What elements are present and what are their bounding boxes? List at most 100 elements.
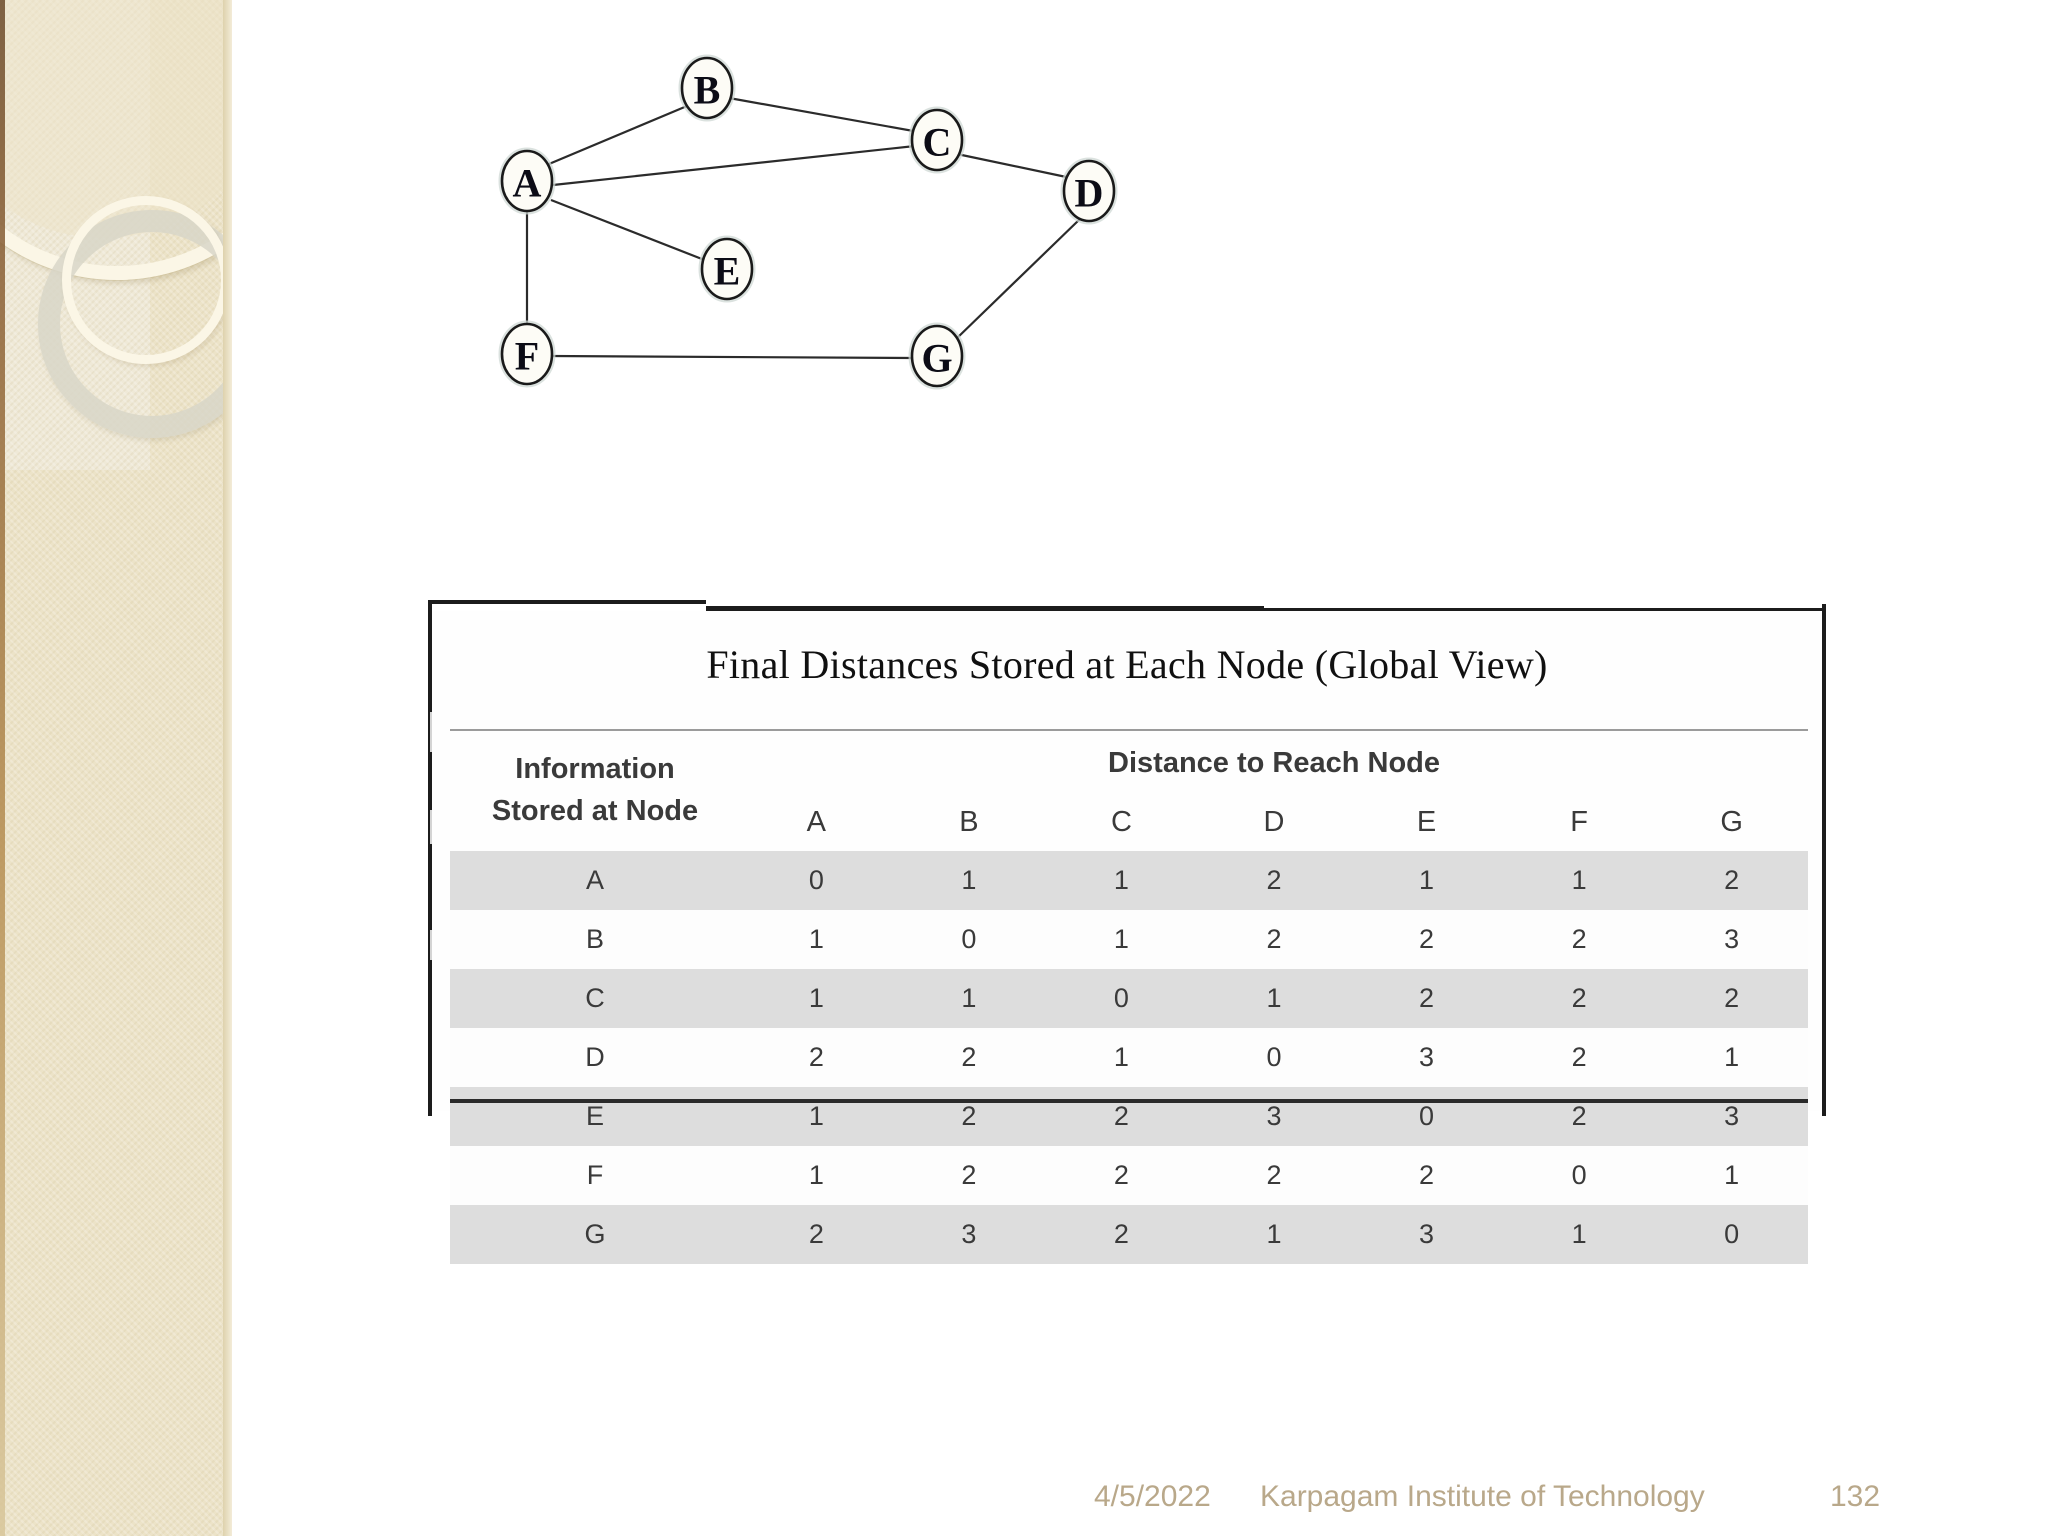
cell-d-c: 1 <box>1045 1028 1198 1087</box>
edge-a-e <box>550 198 708 263</box>
table-bottom-rule <box>450 1099 1808 1103</box>
col-header-b: B <box>959 805 979 838</box>
graph-node-c-label: C <box>923 120 952 165</box>
col-header-d: D <box>1263 805 1285 838</box>
table-row: C 1 1 0 1 2 2 2 <box>450 969 1808 1028</box>
cell-b-a: 1 <box>740 910 893 969</box>
graph-node-d: D <box>1060 157 1118 225</box>
footer-organization: Karpagam Institute of Technology <box>1260 1480 1705 1513</box>
cell-g-d: 1 <box>1197 1205 1351 1264</box>
cell-b-c: 1 <box>1045 910 1198 969</box>
cell-c-e: 2 <box>1350 969 1503 1028</box>
footer-page-number: 132 <box>1830 1480 1881 1513</box>
cell-a-e: 1 <box>1350 851 1503 910</box>
cell-e-g: 3 <box>1655 1087 1808 1146</box>
table-frame-left <box>428 604 432 1116</box>
distance-table-figure: Final Distances Stored at Each Node (Glo… <box>428 600 1826 1264</box>
row-label-a: A <box>450 851 741 910</box>
footer-date: 4/5/2022 <box>1094 1480 1211 1513</box>
table-title-rule <box>450 729 1808 731</box>
graph-node-b: B <box>678 54 736 122</box>
table-frame-right <box>1822 604 1826 1116</box>
row-label-f: F <box>450 1146 741 1205</box>
cell-f-d: 2 <box>1197 1146 1351 1205</box>
network-graph-svg: A B C D E <box>498 54 1118 390</box>
cell-d-d: 0 <box>1197 1028 1351 1087</box>
cell-f-c: 2 <box>1045 1146 1198 1205</box>
table-frame-top-segment-2 <box>706 606 1264 611</box>
col-header-g: G <box>1720 805 1743 838</box>
cell-a-a: 0 <box>740 851 893 910</box>
distance-table: Information Stored at Node Distance to R… <box>450 733 1808 1264</box>
edge-c-d <box>956 152 1072 180</box>
cell-g-a: 2 <box>740 1205 893 1264</box>
graph-node-f-label: F <box>515 334 539 379</box>
graph-node-c: C <box>908 106 966 174</box>
cell-f-a: 1 <box>740 1146 893 1205</box>
cell-c-c: 0 <box>1045 969 1198 1028</box>
cell-e-c: 2 <box>1045 1087 1198 1146</box>
cell-f-e: 2 <box>1350 1146 1503 1205</box>
cell-e-a: 1 <box>740 1087 893 1146</box>
distance-table-head: Information Stored at Node Distance to R… <box>450 733 1808 851</box>
cell-a-b: 1 <box>892 851 1046 910</box>
cell-f-f: 0 <box>1502 1146 1656 1205</box>
table-group-header-row: Information Stored at Node Distance to R… <box>450 733 1808 828</box>
cell-c-f: 2 <box>1502 969 1656 1028</box>
cell-e-f: 2 <box>1502 1087 1656 1146</box>
scan-artifact-2 <box>430 810 433 844</box>
cell-d-g: 1 <box>1655 1028 1808 1087</box>
row-header-line-2: Stored at Node <box>491 795 699 827</box>
col-header-e: E <box>1416 805 1437 838</box>
graph-node-e-label: E <box>714 249 741 294</box>
slide-footer: 4/5/2022 Karpagam Institute of Technolog… <box>232 1480 2048 1526</box>
edge-a-b <box>548 104 688 166</box>
table-row: G 2 3 2 1 3 1 0 <box>450 1205 1808 1264</box>
row-label-b: B <box>450 910 741 969</box>
cell-d-e: 3 <box>1350 1028 1503 1087</box>
scan-artifact-1 <box>430 712 433 752</box>
cell-b-b: 0 <box>892 910 1046 969</box>
cell-b-f: 2 <box>1502 910 1656 969</box>
scan-artifact-3 <box>430 930 433 960</box>
edge-a-c <box>552 144 916 187</box>
cell-a-d: 2 <box>1197 851 1351 910</box>
table-frame-top-segment-3 <box>1264 608 1826 611</box>
graph-node-g-label: G <box>921 336 952 381</box>
graph-node-d-label: D <box>1075 171 1104 216</box>
cell-f-b: 2 <box>892 1146 1046 1205</box>
cell-c-a: 1 <box>740 969 893 1028</box>
graph-node-b-label: B <box>694 68 721 113</box>
cell-c-g: 2 <box>1655 969 1808 1028</box>
row-label-g: G <box>450 1205 741 1264</box>
cell-d-f: 2 <box>1502 1028 1656 1087</box>
slide-content-area: A B C D E <box>232 0 2048 1536</box>
cell-e-d: 3 <box>1197 1087 1351 1146</box>
group-header-distance: Distance to Reach Node <box>1108 746 1441 779</box>
cell-g-c: 2 <box>1045 1205 1198 1264</box>
graph-node-a-label: A <box>513 161 542 206</box>
row-label-d: D <box>450 1028 741 1087</box>
network-topology-diagram: A B C D E <box>437 28 1197 418</box>
row-label-e: E <box>450 1087 741 1146</box>
row-header-title: Information Stored at Node <box>450 733 740 851</box>
graph-node-a: A <box>498 147 556 215</box>
cell-d-b: 2 <box>892 1028 1046 1087</box>
graph-node-g: G <box>908 322 966 390</box>
cell-f-g: 1 <box>1655 1146 1808 1205</box>
table-row: D 2 2 1 0 3 2 1 <box>450 1028 1808 1087</box>
sidebar-ring-small-cream <box>62 196 230 364</box>
cell-e-b: 2 <box>892 1087 1046 1146</box>
cell-a-f: 1 <box>1502 851 1656 910</box>
cell-g-e: 3 <box>1350 1205 1503 1264</box>
cell-g-b: 3 <box>892 1205 1046 1264</box>
cell-d-a: 2 <box>740 1028 893 1087</box>
cell-e-e: 0 <box>1350 1087 1503 1146</box>
cell-g-f: 1 <box>1502 1205 1656 1264</box>
edge-f-g <box>550 354 914 360</box>
cell-c-d: 1 <box>1197 969 1351 1028</box>
cell-c-b: 1 <box>892 969 1046 1028</box>
distance-table-body: A 0 1 1 2 1 1 2 B 1 0 1 2 <box>450 851 1808 1264</box>
cell-a-g: 2 <box>1655 851 1808 910</box>
table-row: B 1 0 1 2 2 2 3 <box>450 910 1808 969</box>
